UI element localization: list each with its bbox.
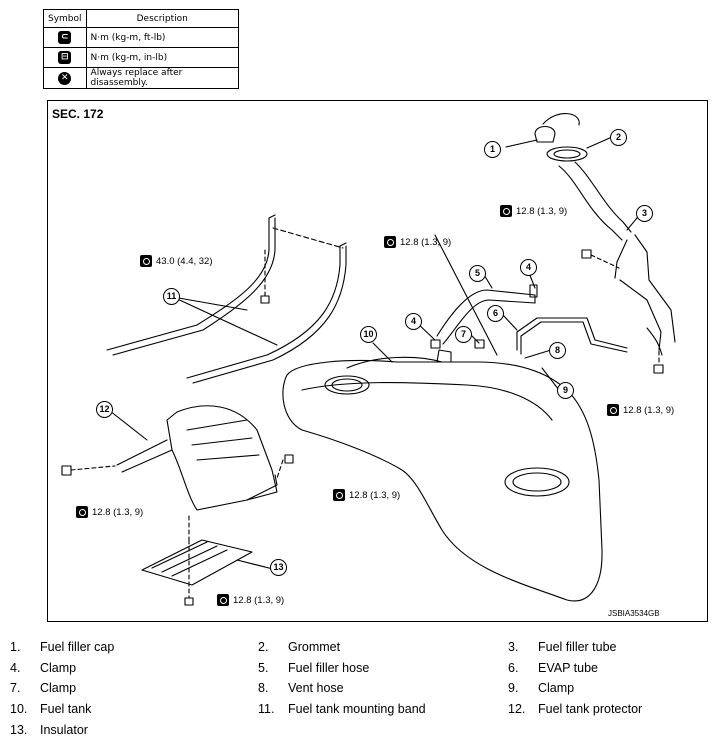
fuel-tank-protector-drawing xyxy=(166,405,278,511)
torque-wrench-small-icon: ⊟ xyxy=(58,51,72,64)
torque-label: 12.8 (1.3, 9) xyxy=(384,236,451,248)
fuel-tank-mounting-band-drawing xyxy=(106,217,270,351)
callout-4b: 4 xyxy=(405,313,422,330)
callout-2: 2 xyxy=(610,129,627,146)
fuel-filler-hose-drawing xyxy=(436,289,536,337)
torque-label: 12.8 (1.3, 9) xyxy=(76,506,143,518)
part-item: 3.Fuel filler tube xyxy=(508,640,617,654)
legend-row: ⊟ N·m (kg-m, in-lb) xyxy=(43,47,240,68)
legend-description: N·m (kg-m, ft-lb) xyxy=(85,27,240,48)
legend-description: Always replace after disassembly. xyxy=(85,67,240,89)
fuel-filler-cap-drawing xyxy=(534,125,556,143)
part-item: 10.Fuel tank xyxy=(10,702,92,716)
part-item: 5.Fuel filler hose xyxy=(258,661,370,675)
callout-4: 4 xyxy=(520,259,537,276)
callout-12: 12 xyxy=(96,401,113,418)
callout-13: 13 xyxy=(270,559,287,576)
replace-icon: ✕ xyxy=(58,71,72,85)
torque-label: 12.8 (1.3, 9) xyxy=(607,404,674,416)
diagram-code: JSBIA3534GB xyxy=(608,609,660,618)
callout-10: 10 xyxy=(360,326,377,343)
torque-wrench-icon xyxy=(384,236,396,248)
torque-wrench-icon xyxy=(607,404,619,416)
callout-5: 5 xyxy=(469,265,486,282)
legend-header-symbol: Symbol xyxy=(43,9,87,28)
callout-11: 11 xyxy=(163,288,180,305)
torque-wrench-icon xyxy=(76,506,88,518)
insulator-drawing xyxy=(141,539,253,586)
callout-8: 8 xyxy=(549,342,566,359)
legend-row: ⊂ N·m (kg-m, ft-lb) xyxy=(43,27,240,48)
evap-tube-drawing xyxy=(516,317,628,351)
fuel-filler-tube-drawing xyxy=(558,165,623,241)
legend-row: ✕ Always replace after disassembly. xyxy=(43,67,240,89)
diagram-frame xyxy=(47,100,708,622)
part-item: 9.Clamp xyxy=(508,681,575,695)
torque-label: 12.8 (1.3, 9) xyxy=(333,489,400,501)
part-item: 11.Fuel tank mounting band xyxy=(258,702,426,716)
torque-label: 12.8 (1.3, 9) xyxy=(500,205,567,217)
section-label: SEC. 172 xyxy=(52,107,104,121)
torque-wrench-icon xyxy=(500,205,512,217)
part-item: 8.Vent hose xyxy=(258,681,344,695)
part-item: 2.Grommet xyxy=(258,640,341,654)
torque-label: 12.8 (1.3, 9) xyxy=(217,594,284,606)
legend-header-row: Symbol Description xyxy=(43,9,240,28)
fuel-tank-drawing xyxy=(282,359,603,602)
legend-description: N·m (kg-m, in-lb) xyxy=(85,47,240,68)
part-item: 1.Fuel filler cap xyxy=(10,640,115,654)
torque-wrench-icon xyxy=(140,255,152,267)
part-item: 7.Clamp xyxy=(10,681,77,695)
part-item: 12.Fuel tank protector xyxy=(508,702,643,716)
part-item: 4.Clamp xyxy=(10,661,77,675)
torque-wrench-icon: ⊂ xyxy=(58,31,72,44)
symbol-legend-table: Symbol Description ⊂ N·m (kg-m, ft-lb) ⊟… xyxy=(43,9,240,89)
legend-header-description: Description xyxy=(85,9,240,28)
callout-7: 7 xyxy=(455,326,472,343)
part-item: 13.Insulator xyxy=(10,723,88,737)
callout-3: 3 xyxy=(636,205,653,222)
callout-9: 9 xyxy=(557,382,574,399)
callout-6: 6 xyxy=(487,305,504,322)
torque-label: 43.0 (4.4, 32) xyxy=(140,255,213,267)
callout-1: 1 xyxy=(484,141,501,158)
torque-wrench-icon xyxy=(333,489,345,501)
grommet-drawing xyxy=(546,146,588,162)
part-item: 6.EVAP tube xyxy=(508,661,598,675)
fuel-system-exploded-diagram xyxy=(61,113,676,606)
torque-wrench-icon xyxy=(217,594,229,606)
